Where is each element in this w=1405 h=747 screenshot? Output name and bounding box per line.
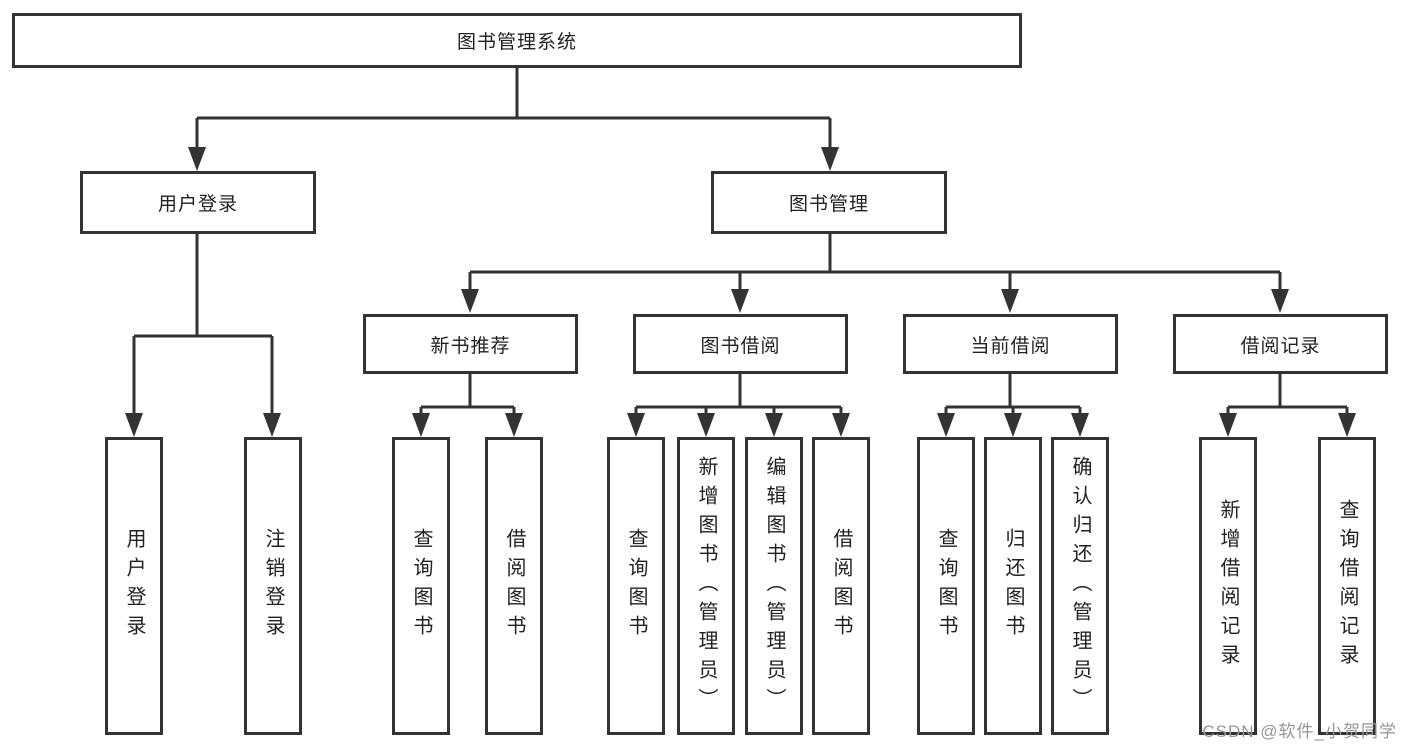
node-label: 查询图书 [410,528,432,644]
node-borrow-books-leaf: 借阅图书 [812,437,870,735]
node-edit-book-admin: 编辑图书（管理员） [745,437,803,735]
node-query-books-current: 查询图书 [917,437,975,735]
node-add-book-admin: 新增图书（管理员） [677,437,735,735]
node-confirm-return-admin: 确认归还（管理员） [1051,437,1109,735]
node-add-borrow-record: 新增借阅记录 [1199,437,1257,735]
node-query-books-borrow: 查询图书 [607,437,665,735]
connector-user-login [125,234,281,437]
node-label: 编辑图书（管理员） [763,455,785,717]
node-book-borrow: 图书借阅 [633,314,848,374]
connector-new-book-recommend [412,374,523,437]
node-return-book: 归还图书 [984,437,1042,735]
node-label: 查询借阅记录 [1336,499,1358,673]
node-user-login: 用户登录 [80,171,316,234]
node-new-book-recommend: 新书推荐 [363,314,578,374]
node-label: 注销登录 [262,528,284,644]
node-label: 借阅图书 [830,528,852,644]
node-current-borrow: 当前借阅 [903,314,1118,374]
node-query-books-recommend: 查询图书 [392,437,450,735]
node-label: 用户登录 [123,528,145,644]
node-user-login-leaf: 用户登录 [105,437,163,735]
connector-book-borrow [627,374,850,437]
node-label: 新增借阅记录 [1217,499,1239,673]
node-label: 查询图书 [625,528,647,644]
node-book-management: 图书管理 [711,171,947,234]
connector-current-borrow [937,374,1089,437]
node-logout: 注销登录 [244,437,302,735]
connector-root [188,68,839,171]
node-query-borrow-record: 查询借阅记录 [1318,437,1376,735]
node-borrow-books-recommend: 借阅图书 [485,437,543,735]
csdn-watermark: CSDN @软件_小贺同学 [1202,722,1397,741]
node-root: 图书管理系统 [12,13,1022,68]
node-borrow-records: 借阅记录 [1173,314,1388,374]
node-label: 查询图书 [935,528,957,644]
node-label: 新增图书（管理员） [695,455,717,717]
node-label: 确认归还（管理员） [1069,455,1091,717]
node-label: 归还图书 [1002,528,1024,644]
node-label: 借阅图书 [503,528,525,644]
connector-book-management [461,234,1289,313]
connector-borrow-records [1219,374,1356,437]
